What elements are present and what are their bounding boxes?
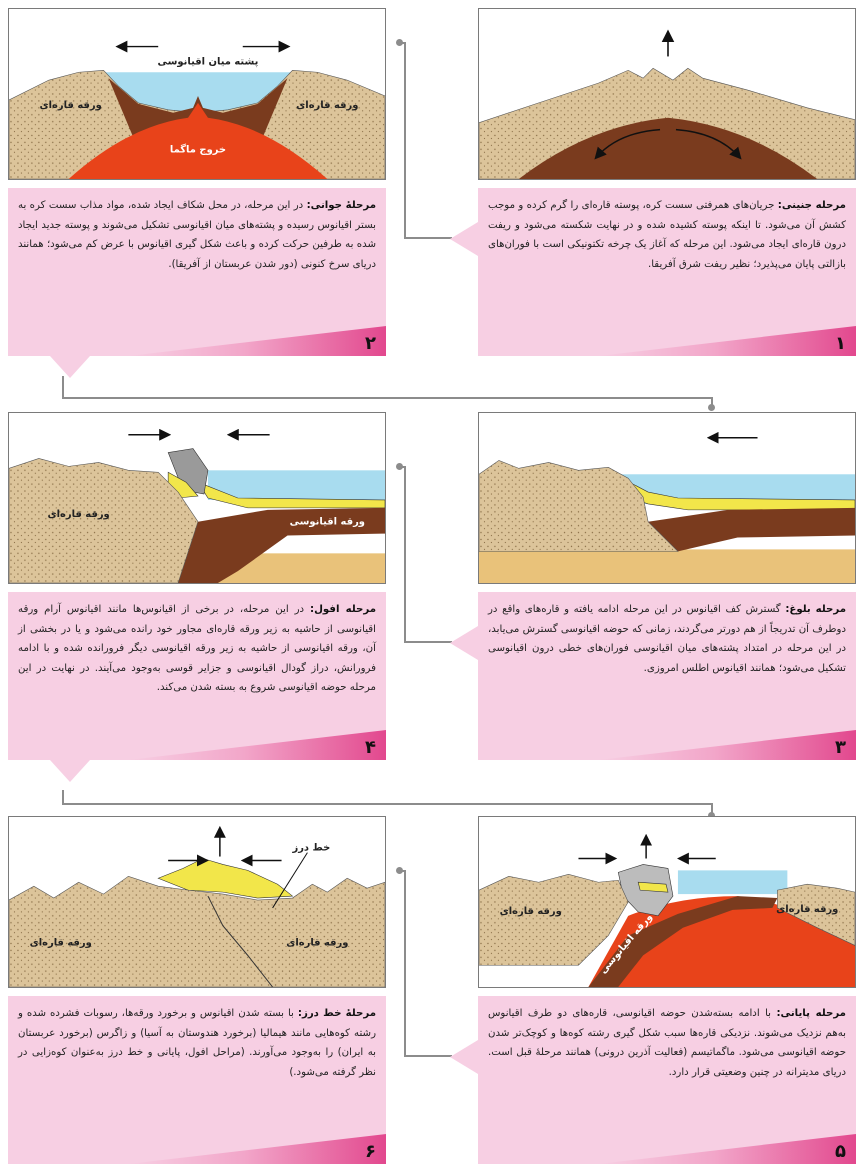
plate-left-label: ورقه قاره‌ای	[40, 100, 102, 111]
stage-number: ۵	[835, 1141, 846, 1162]
stage-title: مرحله افول:	[310, 604, 376, 615]
plate-left-label: ورقه قاره‌ای	[30, 938, 92, 949]
connector	[404, 466, 406, 642]
number-band	[8, 1134, 386, 1164]
connector	[62, 790, 64, 804]
stage-6-description: مرحلهٔ خط درز: با بسته شدن اقیانوس و برخ…	[8, 996, 386, 1164]
number-band	[8, 730, 386, 760]
ridge-label: پشته میان اقیانوسی	[158, 56, 259, 67]
stage-6-diagram: خط درز ورقه قاره‌ای ورقه قاره‌ای	[8, 816, 386, 988]
plate-right-label: ورقه قاره‌ای	[296, 100, 358, 111]
connector	[404, 641, 452, 643]
connector	[404, 42, 406, 238]
continental-plate-label: ورقه قاره‌ای	[48, 509, 110, 520]
stage-5-diagram: ورقه قاره‌ای ورقه قاره‌ای ورقه اقیانوسی	[478, 816, 856, 988]
number-band	[478, 1134, 856, 1164]
connector-dot	[396, 867, 403, 874]
callout-pointer	[50, 356, 90, 378]
stage-1-description: مرحله جنینی: جریان‌های همرفتی سست کره، پ…	[478, 188, 856, 356]
stage-3-description: مرحله بلوغ: گسترش کف اقیانوس در این مرحل…	[478, 592, 856, 760]
stage-number: ۴	[365, 737, 376, 758]
stage-5-description: مرحله پایانی: با ادامه بسته‌شدن حوضه اقی…	[478, 996, 856, 1164]
magma-label: خروج ماگما	[170, 142, 226, 155]
stage-title: مرحله بلوغ:	[785, 604, 846, 615]
connector	[62, 803, 712, 805]
plate-right-label: ورقه قاره‌ای	[286, 938, 348, 949]
stage-title: مرحله جنینی:	[778, 200, 846, 211]
callout-pointer	[450, 1040, 478, 1074]
number-band	[8, 326, 386, 356]
oceanic-plate-label: ورقه اقیانوسی	[290, 517, 365, 528]
stage-number: ۱	[835, 333, 846, 354]
suture-label: خط درز	[291, 843, 330, 854]
callout-pointer	[450, 222, 478, 256]
plate-left-label: ورقه قاره‌ای	[500, 906, 562, 917]
number-band	[478, 730, 856, 760]
connector	[62, 397, 712, 399]
connector	[404, 1055, 452, 1057]
stage-title: مرحلهٔ جوانی:	[307, 200, 376, 211]
plate-right-label: ورقه قاره‌ای	[776, 904, 838, 915]
connector	[404, 870, 406, 1056]
connector-dot	[396, 463, 403, 470]
stage-2-description: مرحلهٔ جوانی: در این مرحله، در محل شکاف …	[8, 188, 386, 356]
callout-pointer	[50, 760, 90, 782]
stage-body: در این مرحله، در برخی از اقیانوس‌ها مانن…	[18, 604, 376, 693]
stage-title: مرحلهٔ خط درز:	[298, 1008, 376, 1019]
connector	[404, 237, 452, 239]
stage-number: ۶	[365, 1141, 376, 1162]
stage-number: ۳	[835, 737, 846, 758]
stage-4-description: مرحله افول: در این مرحله، در برخی از اقی…	[8, 592, 386, 760]
stage-2-diagram: پشته میان اقیانوسی ورقه قاره‌ای ورقه قار…	[8, 8, 386, 180]
stage-number: ۲	[365, 333, 376, 354]
stage-4-diagram: ورقه قاره‌ای ورقه اقیانوسی	[8, 412, 386, 584]
number-band	[478, 326, 856, 356]
stage-3-diagram	[478, 412, 856, 584]
stage-1-diagram	[478, 8, 856, 180]
connector-dot	[396, 39, 403, 46]
stage-title: مرحله پایانی:	[776, 1008, 846, 1019]
connector	[62, 376, 64, 398]
connector-dot	[708, 404, 715, 411]
callout-pointer	[450, 626, 478, 660]
